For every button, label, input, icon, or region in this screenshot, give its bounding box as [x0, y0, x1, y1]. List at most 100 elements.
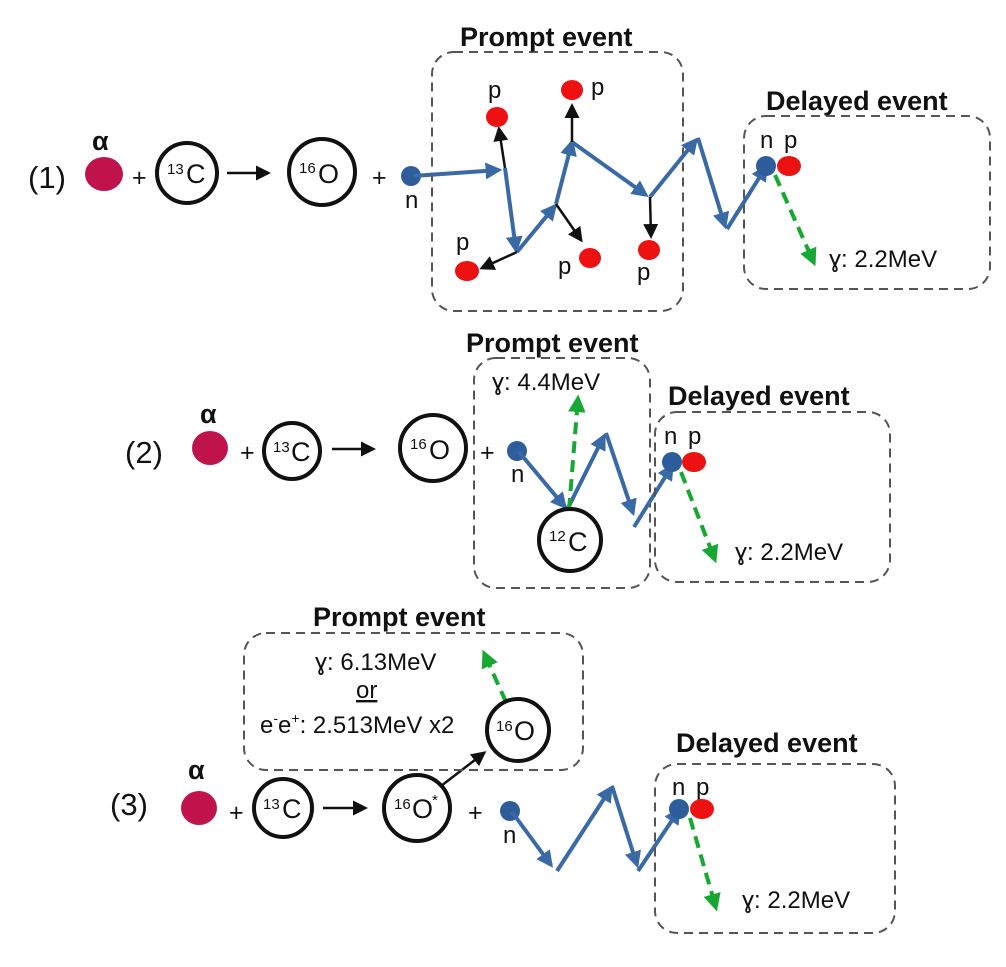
alpha-particle — [192, 431, 228, 465]
proton — [579, 248, 601, 268]
delayed-gamma-energy: ɣ: 2.2MeV — [742, 887, 850, 914]
proton-label: p — [456, 229, 469, 256]
row-3: (3) α + 13 C 16 O * + n Prompt event ɣ: … — [110, 602, 896, 934]
plus-sign: + — [132, 164, 147, 192]
neutron-path — [632, 463, 674, 529]
plus-sign: + — [468, 799, 483, 827]
delayed-event-box — [654, 763, 896, 934]
capture-proton — [777, 156, 801, 176]
o16-symbol: O — [318, 159, 339, 189]
prompt-gamma-energy: ɣ: 6.13MeV — [315, 649, 436, 676]
delayed-event-title: Delayed event — [766, 86, 948, 116]
alpha-particle — [181, 791, 217, 825]
proton — [455, 261, 479, 281]
plus-sign: + — [480, 439, 495, 467]
alpha-particle — [85, 157, 123, 191]
oxygen-16-excited-nucleus: 16 O * — [382, 773, 452, 843]
plus-sign: + — [240, 439, 255, 467]
c12-mass-number: 12 — [549, 528, 566, 545]
neutron-path — [517, 450, 568, 510]
neutron-path — [515, 203, 558, 254]
oxygen-16-nucleus: 16 O — [398, 413, 468, 483]
neutron-path — [510, 810, 553, 868]
neutron-path — [565, 432, 606, 511]
carbon-13-nucleus: 13 C — [252, 777, 314, 839]
neutron-path — [725, 164, 768, 231]
c13-mass-number: 13 — [273, 439, 290, 456]
row-3-label: (3) — [110, 787, 148, 822]
excited-state-mark: * — [432, 792, 438, 809]
neutron-path — [604, 432, 637, 517]
gamma-ray-arrow — [679, 471, 719, 564]
o16-mass-number: 16 — [410, 436, 427, 453]
delayed-event-box — [743, 115, 991, 290]
c13-symbol: C — [291, 437, 311, 467]
alpha-label: α — [92, 126, 109, 156]
row-1-label: (1) — [28, 160, 66, 195]
plus-sign: + — [372, 164, 387, 192]
neutron-label: n — [503, 822, 516, 849]
pair-production-text: e-e+: 2.513MeV x2 — [260, 710, 454, 739]
o16-symbol: O — [514, 716, 535, 746]
neutron-path — [503, 167, 523, 254]
delayed-event-title: Delayed event — [676, 728, 858, 758]
neutron-path — [648, 137, 699, 199]
capture-neutron — [669, 799, 689, 819]
row-2-label: (2) — [125, 435, 163, 470]
neutron-path — [570, 140, 649, 197]
row-1: (1) α + 13 C 16 O + n Prompt event — [28, 22, 991, 312]
oxygen-16-ground-nucleus: 16 O — [485, 697, 551, 763]
prompt-event-box — [473, 357, 651, 589]
capture-proton — [682, 452, 706, 472]
alpha-label: α — [188, 755, 205, 785]
o16-symbol: O — [412, 794, 433, 824]
c13-symbol: C — [282, 794, 302, 824]
neutron — [401, 166, 421, 186]
carbon-13-nucleus: 13 C — [262, 421, 322, 481]
capture-proton — [690, 799, 714, 819]
capture-proton-label: p — [696, 774, 709, 801]
capture-neutron — [662, 452, 682, 472]
capture-proton-label: p — [784, 127, 797, 154]
capture-neutron-label: n — [760, 127, 773, 154]
neutron-path — [554, 138, 577, 205]
proton-recoil-arrow — [479, 250, 518, 270]
neutron-path — [636, 807, 681, 873]
prompt-event-box — [243, 632, 584, 771]
proton-label: p — [558, 253, 571, 280]
gamma-ray-arrow — [688, 817, 721, 912]
o16-mass-number: 16 — [496, 718, 513, 735]
proton-recoil-arrow — [493, 126, 509, 169]
prompt-gamma-arrow — [481, 649, 508, 703]
neutron-label: n — [511, 461, 524, 488]
alpha-label: α — [200, 399, 217, 429]
or-text: or — [356, 677, 377, 704]
prompt-gamma-energy: ɣ: 4.4MeV — [492, 369, 600, 396]
c13-mass-number: 13 — [263, 796, 280, 813]
proton — [486, 107, 508, 127]
carbon-12-nucleus: 12 C — [537, 507, 603, 573]
prompt-event-title: Prompt event — [460, 22, 633, 52]
neutron-path — [412, 162, 503, 180]
delayed-event-box — [654, 411, 891, 583]
capture-neutron-label: n — [672, 774, 685, 801]
gamma-ray-arrow — [773, 174, 817, 267]
capture-neutron — [756, 156, 776, 176]
o16-mass-number: 16 — [299, 160, 316, 177]
capture-proton-label: p — [688, 423, 701, 450]
row-2: (2) α + 13 C 16 O + n Prompt event ɣ: 4.… — [125, 328, 891, 589]
proton-label: p — [637, 259, 650, 286]
neutron-label: n — [405, 187, 418, 214]
c13-symbol: C — [186, 159, 206, 189]
c13-mass-number: 13 — [167, 161, 184, 178]
proton-label: p — [591, 74, 604, 101]
delayed-gamma-energy: ɣ: 2.2MeV — [735, 539, 843, 566]
proton-label: p — [488, 77, 501, 104]
prompt-event-title: Prompt event — [313, 602, 486, 632]
prompt-event-box — [431, 51, 684, 312]
oxygen-16-nucleus: 16 O — [287, 137, 357, 207]
o16-symbol: O — [429, 435, 450, 465]
capture-neutron-label: n — [664, 423, 677, 450]
